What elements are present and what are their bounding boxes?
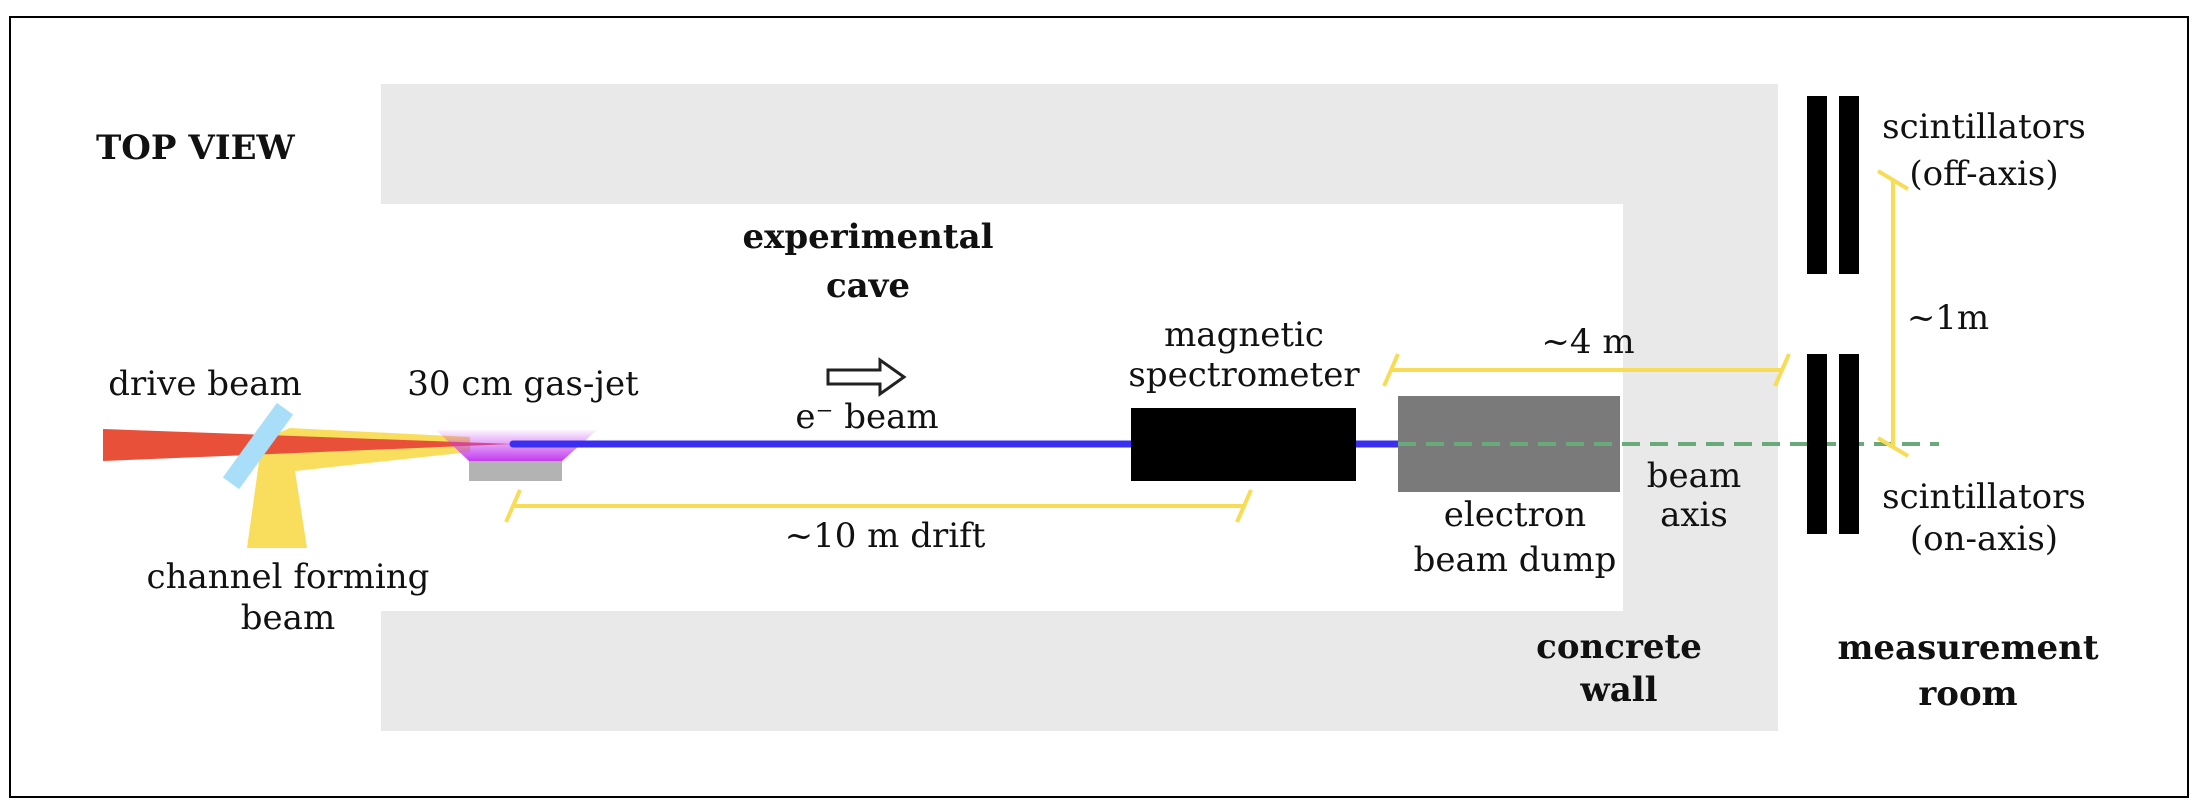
spectrometer-label-2: spectrometer: [1128, 355, 1360, 395]
room-label-1: measurement: [1837, 628, 2098, 668]
cave-label-2: cave: [826, 266, 910, 306]
scintillators-off-axis: [1807, 96, 1859, 274]
concrete-wall: [381, 84, 1778, 731]
beam-axis-label-1: beam: [1647, 456, 1741, 496]
channel-beam-label-2: beam: [241, 598, 335, 638]
drift-dimension: [504, 489, 1253, 523]
distance-1m-label: ~1m: [1907, 298, 1989, 338]
wall-label-2: wall: [1579, 670, 1657, 710]
scint-on-label-2: (on-axis): [1910, 519, 2058, 559]
spectrometer-label-1: magnetic: [1164, 315, 1324, 355]
gas-jet-label: 30 cm gas-jet: [407, 364, 639, 404]
drift-label: ~10 m drift: [785, 516, 986, 556]
direction-arrow-icon: [826, 357, 907, 397]
mirror: [222, 402, 294, 490]
top-view-title: TOP VIEW: [96, 128, 296, 168]
distance-4m-label: ~4 m: [1541, 322, 1634, 362]
magnetic-spectrometer: [1131, 408, 1356, 481]
beam-dump-label-1: electron: [1444, 495, 1586, 535]
distance-1m-dimension: [1876, 169, 1910, 458]
room-label-2: room: [1918, 674, 2017, 714]
drive-beam: [103, 429, 513, 461]
scint-off-label-1: scintillators: [1882, 107, 2086, 147]
beam-axis-label-2: axis: [1660, 495, 1728, 535]
scintillators-on-axis: [1807, 354, 1859, 534]
wall-label-1: concrete: [1536, 627, 1702, 667]
gas-jet: [469, 461, 562, 481]
cave-label-1: experimental: [742, 217, 993, 257]
scint-off-label-2: (off-axis): [1909, 154, 2058, 194]
drive-beam-label: drive beam: [108, 364, 301, 404]
channel-beam-label-1: channel forming: [147, 557, 430, 597]
e-beam-label: e⁻ beam: [795, 397, 938, 437]
distance-4m-dimension: [1382, 353, 1791, 387]
beam-dump-label-2: beam dump: [1414, 540, 1617, 580]
scint-on-label-1: scintillators: [1882, 477, 2086, 517]
channel-forming-beam: [247, 428, 470, 548]
